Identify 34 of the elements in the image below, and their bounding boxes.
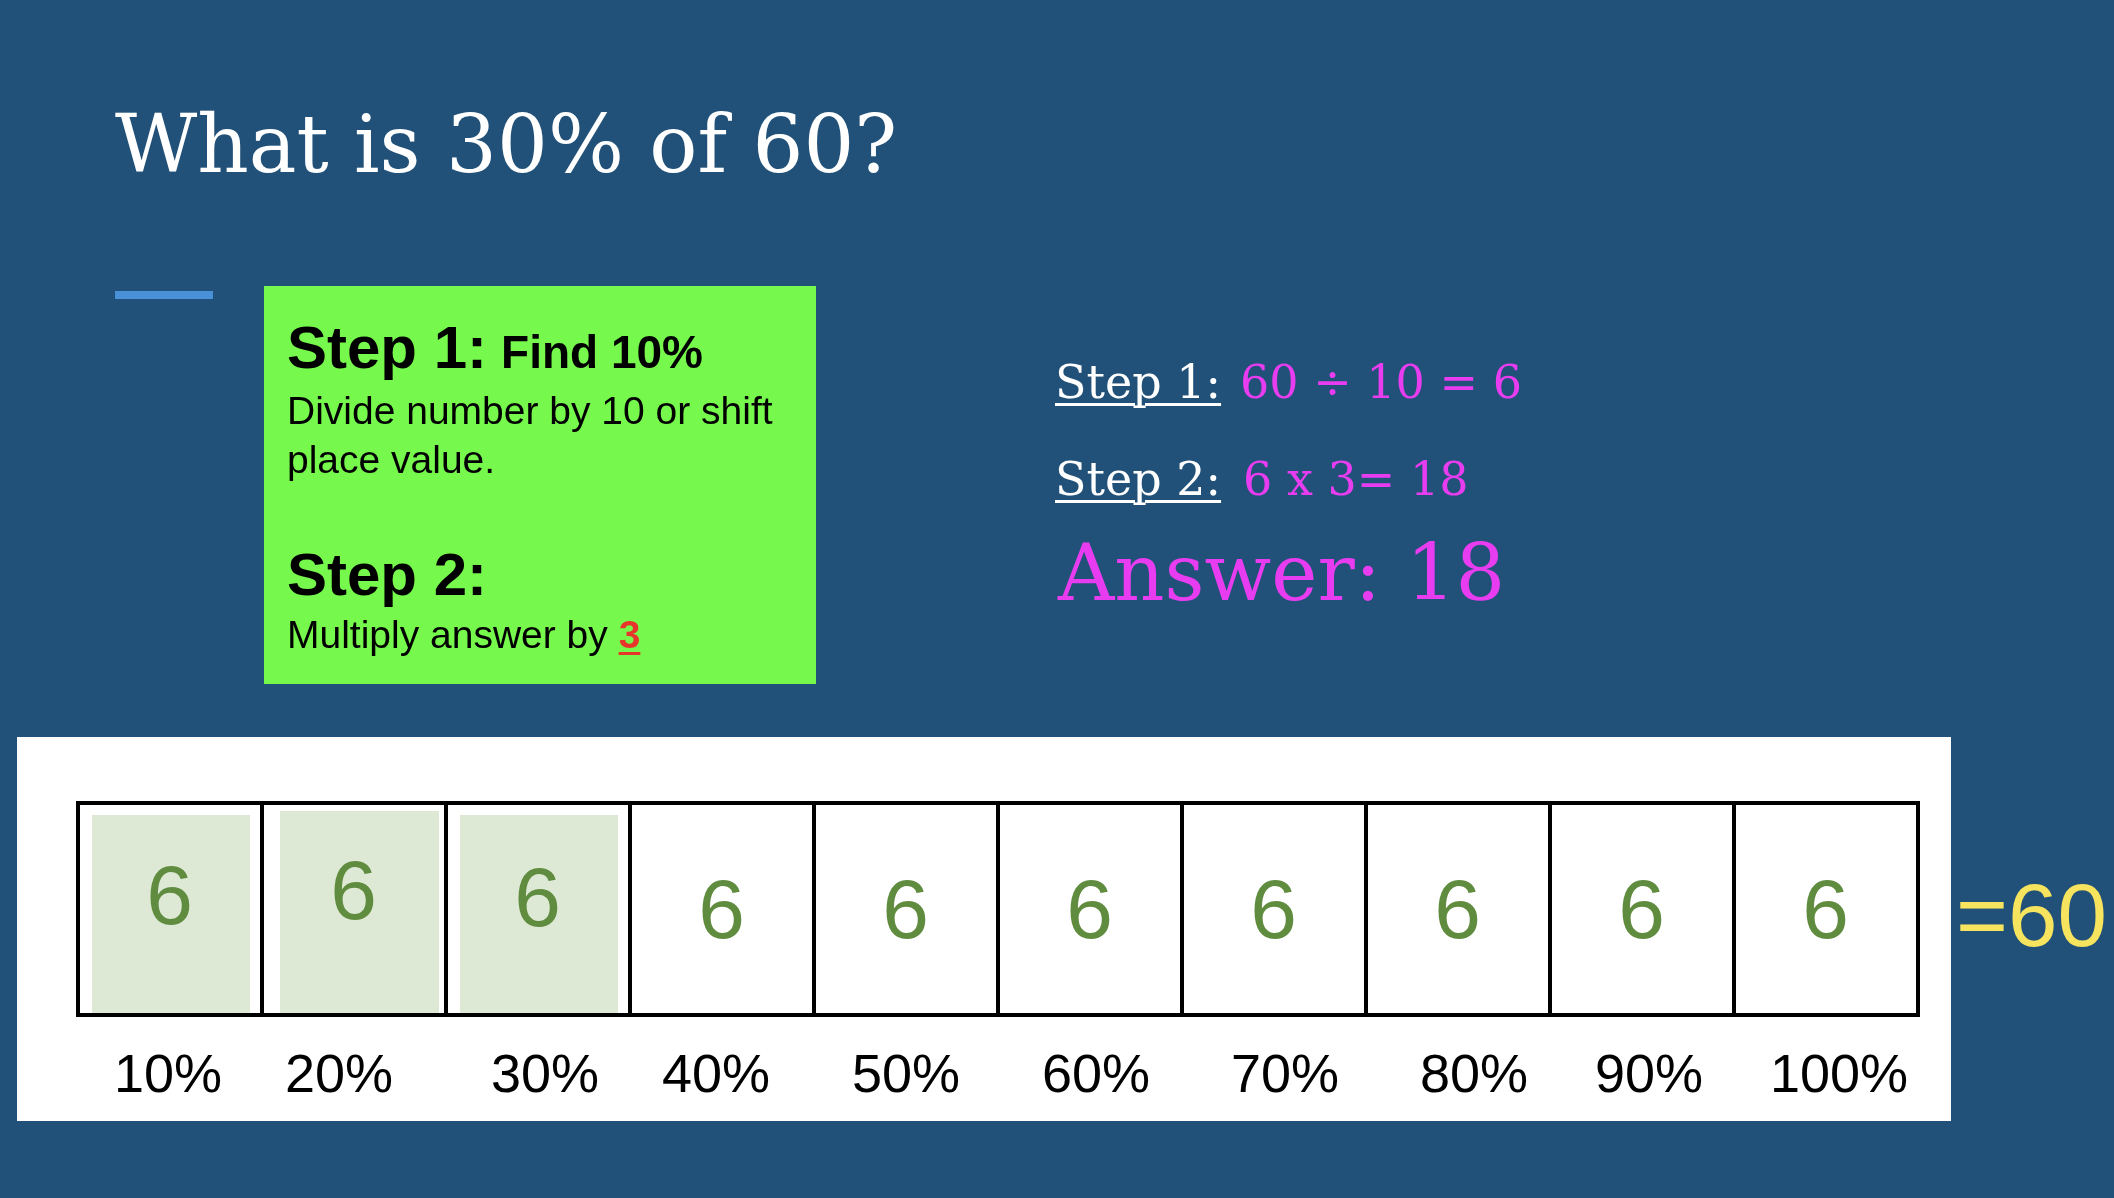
percent-label: 90% [1594,1041,1704,1105]
step-instruction: Multiply answer by 3 [287,613,641,656]
step-instruction: Divide number by 10 or shift place value. [287,389,773,481]
step-heading: Step 1: [287,314,488,382]
cell-value: 6 [1250,860,1297,958]
calculation: 60 ÷ 10 = 6 [1240,354,1522,410]
cell-value: 6 [330,841,377,939]
percent-label: 70% [1230,1041,1340,1105]
percent-label: 40% [661,1041,771,1105]
step-goal: Find 10% [501,326,703,379]
slide-title: What is 30% of 60? [115,97,898,194]
percent-label: 60% [1041,1041,1151,1105]
cell-value: 6 [1434,860,1481,958]
cell-value: 6 [1802,860,1849,958]
percent-label: 10% [113,1041,223,1105]
cell-value: 6 [698,860,745,958]
percent-label: 100% [1769,1041,1909,1105]
instruction-card [264,286,816,684]
percent-label: 30% [490,1041,600,1105]
bar-model-panel [17,737,1951,1121]
cell-value: 6 [882,860,929,958]
calculation: 6 x 3= 18 [1243,451,1469,507]
cell-value: 6 [146,846,193,944]
step-label: Step 2: [1055,451,1222,507]
answer: Answer: 18 [1058,527,1506,620]
cell-value: 6 [514,848,561,946]
percent-label: 80% [1419,1041,1529,1105]
percent-label: 20% [284,1041,394,1105]
percent-label: 50% [851,1041,961,1105]
step-label: Step 1: [1055,354,1222,410]
total-label: =60 [1956,863,2107,967]
step-heading: Step 2: [287,541,488,609]
cell-value: 6 [1618,860,1665,958]
cell-value: 6 [1066,860,1113,958]
